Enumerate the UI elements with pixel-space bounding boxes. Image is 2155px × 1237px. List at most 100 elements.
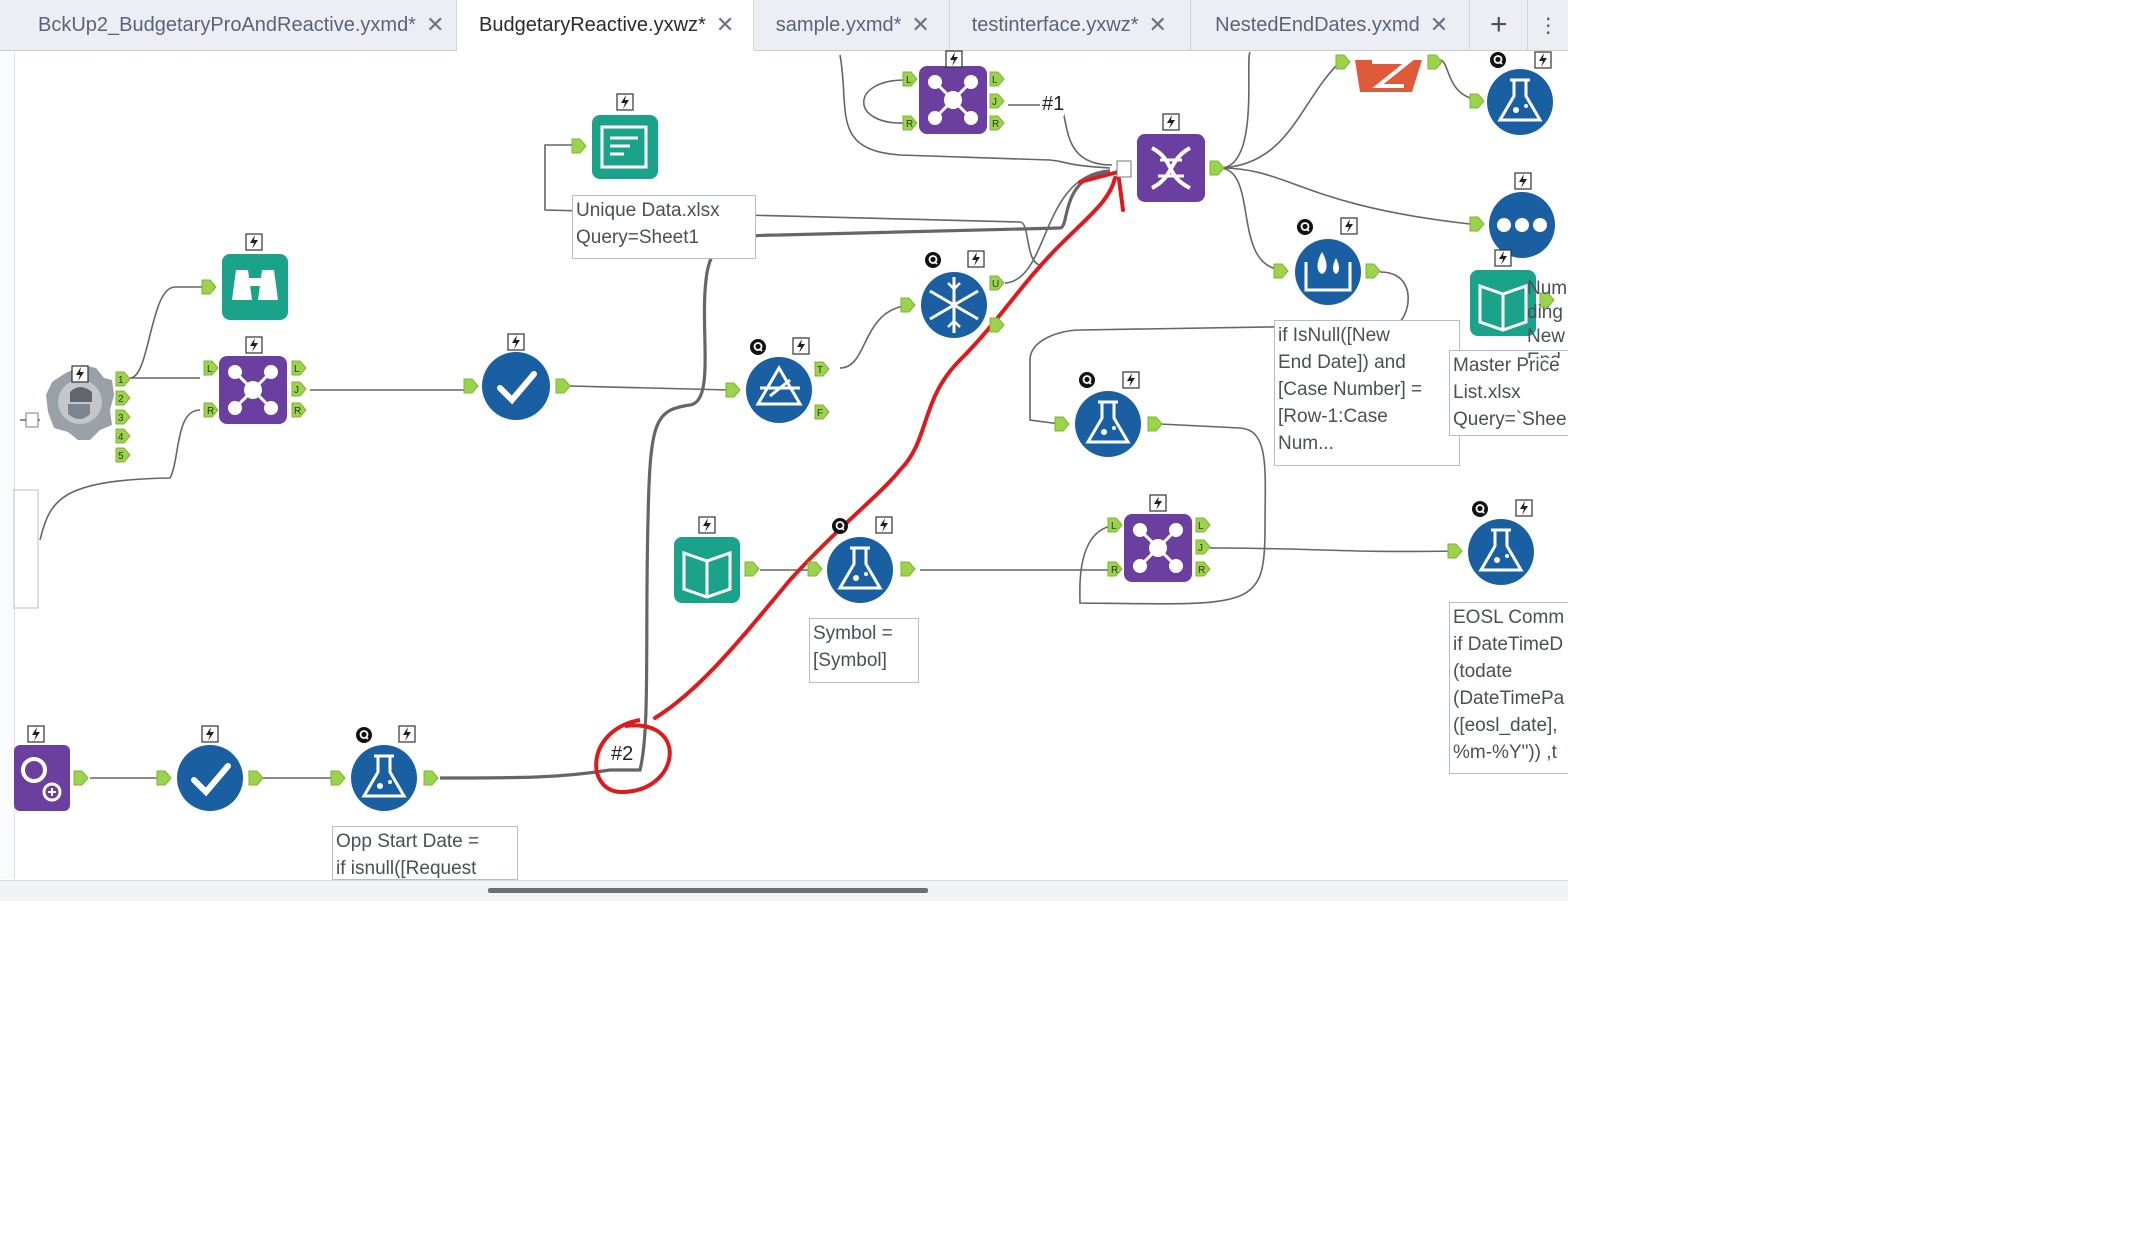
svg-text:1: 1 — [118, 375, 124, 386]
svg-text:R: R — [906, 119, 913, 130]
browse-tool[interactable] — [222, 254, 288, 320]
join-anchor-labels: L R L J R — [906, 75, 999, 130]
lightning-icon — [1494, 249, 1512, 267]
close-icon[interactable]: ✕ — [715, 12, 735, 37]
tab-sample[interactable]: sample.yxmd* ✕ — [754, 0, 950, 50]
report-tool[interactable] — [1355, 60, 1422, 92]
scrollbar-thumb[interactable] — [488, 888, 928, 893]
text-input-box[interactable] — [13, 489, 39, 609]
close-icon[interactable]: ✕ — [425, 12, 445, 37]
select-tool[interactable] — [482, 352, 550, 420]
filter-tool[interactable] — [746, 357, 812, 423]
formula-tool[interactable] — [1468, 519, 1534, 585]
macro-input-tool[interactable] — [14, 745, 70, 811]
input-anchor[interactable] — [571, 138, 587, 154]
formula-tool[interactable] — [1075, 391, 1141, 457]
query-badge-icon — [831, 517, 849, 535]
svg-text:R: R — [207, 406, 214, 417]
output-anchor[interactable] — [1365, 263, 1381, 279]
join-anchor-labels: L R L J R — [207, 364, 301, 417]
close-icon[interactable]: ✕ — [911, 12, 930, 37]
input-anchor[interactable] — [1469, 216, 1485, 232]
lightning-icon — [967, 250, 985, 268]
input-anchor[interactable] — [807, 561, 823, 577]
close-icon[interactable]: ✕ — [1429, 12, 1449, 37]
unique-tool[interactable] — [921, 272, 987, 338]
horizontal-scrollbar[interactable] — [0, 880, 1568, 901]
select-tool[interactable] — [177, 745, 243, 811]
input-data-tool[interactable] — [592, 115, 658, 179]
input-anchor[interactable] — [330, 770, 346, 786]
output-anchor[interactable] — [1147, 416, 1163, 432]
formula-tool[interactable] — [1487, 69, 1553, 135]
multi-row-formula-tool[interactable] — [1295, 239, 1361, 305]
output-anchor[interactable] — [1427, 54, 1443, 70]
svg-text:J: J — [1198, 543, 1203, 554]
input-book-tool[interactable] — [1470, 270, 1536, 336]
join-tool[interactable] — [219, 356, 287, 424]
unique-anchor-label: U — [992, 279, 999, 290]
input-anchor[interactable] — [1335, 54, 1351, 70]
query-badge-icon — [1296, 218, 1314, 236]
tab-bckup2[interactable]: BckUp2_BudgetaryProAndReactive.yxmd* ✕ — [0, 0, 458, 50]
svg-text:2: 2 — [118, 394, 124, 405]
input-book-tool[interactable] — [674, 537, 740, 603]
output-anchor[interactable] — [1209, 160, 1225, 176]
close-icon[interactable]: ✕ — [1148, 12, 1167, 37]
svg-text:L: L — [1111, 521, 1117, 532]
tab-nested-end-dates[interactable]: NestedEndDates.yxmd ✕ — [1191, 0, 1471, 50]
input-anchor[interactable] — [900, 297, 916, 313]
python-tool[interactable] — [46, 365, 114, 440]
annotation-opp-start-date: Opp Start Date = if isnull([Request — [332, 826, 518, 880]
tab-label: testinterface.yxwz* — [971, 13, 1139, 36]
red-circle-annotation — [594, 718, 672, 795]
query-badge-icon — [355, 726, 373, 744]
connectors — [39, 51, 1479, 779]
formula-tool[interactable] — [351, 745, 417, 811]
input-anchor[interactable] — [201, 279, 217, 295]
svg-text:T: T — [817, 365, 823, 376]
input-anchor[interactable] — [463, 378, 479, 394]
multi-input-anchor[interactable] — [1116, 160, 1132, 178]
lightning-icon — [27, 725, 45, 743]
input-anchor[interactable] — [1447, 543, 1463, 559]
input-anchor[interactable] — [725, 382, 741, 398]
duplicate-output-anchor[interactable] — [989, 317, 1005, 333]
lightning-icon — [1534, 51, 1552, 69]
annotation-master-price: Master Price List.xlsx Query=`Shee — [1449, 350, 1568, 436]
formula-tool[interactable] — [827, 537, 893, 603]
svg-text:J: J — [992, 97, 997, 108]
tab-testinterface[interactable]: testinterface.yxwz* ✕ — [950, 0, 1192, 50]
tab-budgetary-reactive[interactable]: BudgetaryReactive.yxwz* ✕ — [457, 0, 754, 51]
svg-text:4: 4 — [118, 432, 124, 443]
output-anchor[interactable] — [744, 561, 760, 577]
more-tabs-icon[interactable]: ⋮ — [1538, 14, 1559, 37]
annotation-eosl: EOSL Comm if DateTimeD (todate (DateTime… — [1449, 602, 1568, 774]
dna-macro-tool[interactable] — [1137, 134, 1205, 202]
join-tool[interactable] — [919, 66, 987, 134]
lightning-icon — [1340, 217, 1358, 235]
lightning-icon — [616, 93, 634, 111]
query-badge-icon — [1078, 371, 1096, 389]
output-anchor[interactable] — [248, 770, 264, 786]
output-anchor[interactable] — [423, 770, 439, 786]
input-anchor[interactable] — [1273, 263, 1289, 279]
output-anchor[interactable] — [555, 378, 571, 394]
annotation-partial-input: Num ding New End D — [1527, 278, 1568, 358]
python-anchor-labels: 1 2 3 4 5 — [118, 375, 124, 462]
output-anchor[interactable] — [73, 770, 89, 786]
input-anchor[interactable] — [156, 770, 172, 786]
add-tab-button[interactable]: + — [1470, 0, 1529, 50]
sample-tool[interactable] — [1489, 192, 1555, 258]
tab-label: NestedEndDates.yxmd — [1215, 13, 1420, 36]
svg-text:L: L — [906, 75, 912, 86]
query-badge-icon — [749, 338, 767, 356]
lightning-icon — [71, 365, 89, 383]
lightning-icon — [698, 516, 716, 534]
join-tool[interactable] — [1124, 514, 1192, 582]
output-anchor[interactable] — [900, 561, 916, 577]
input-anchor[interactable] — [1469, 93, 1485, 109]
lightning-icon — [1515, 499, 1533, 517]
input-anchor[interactable] — [1054, 416, 1070, 432]
svg-text:L: L — [992, 75, 998, 86]
